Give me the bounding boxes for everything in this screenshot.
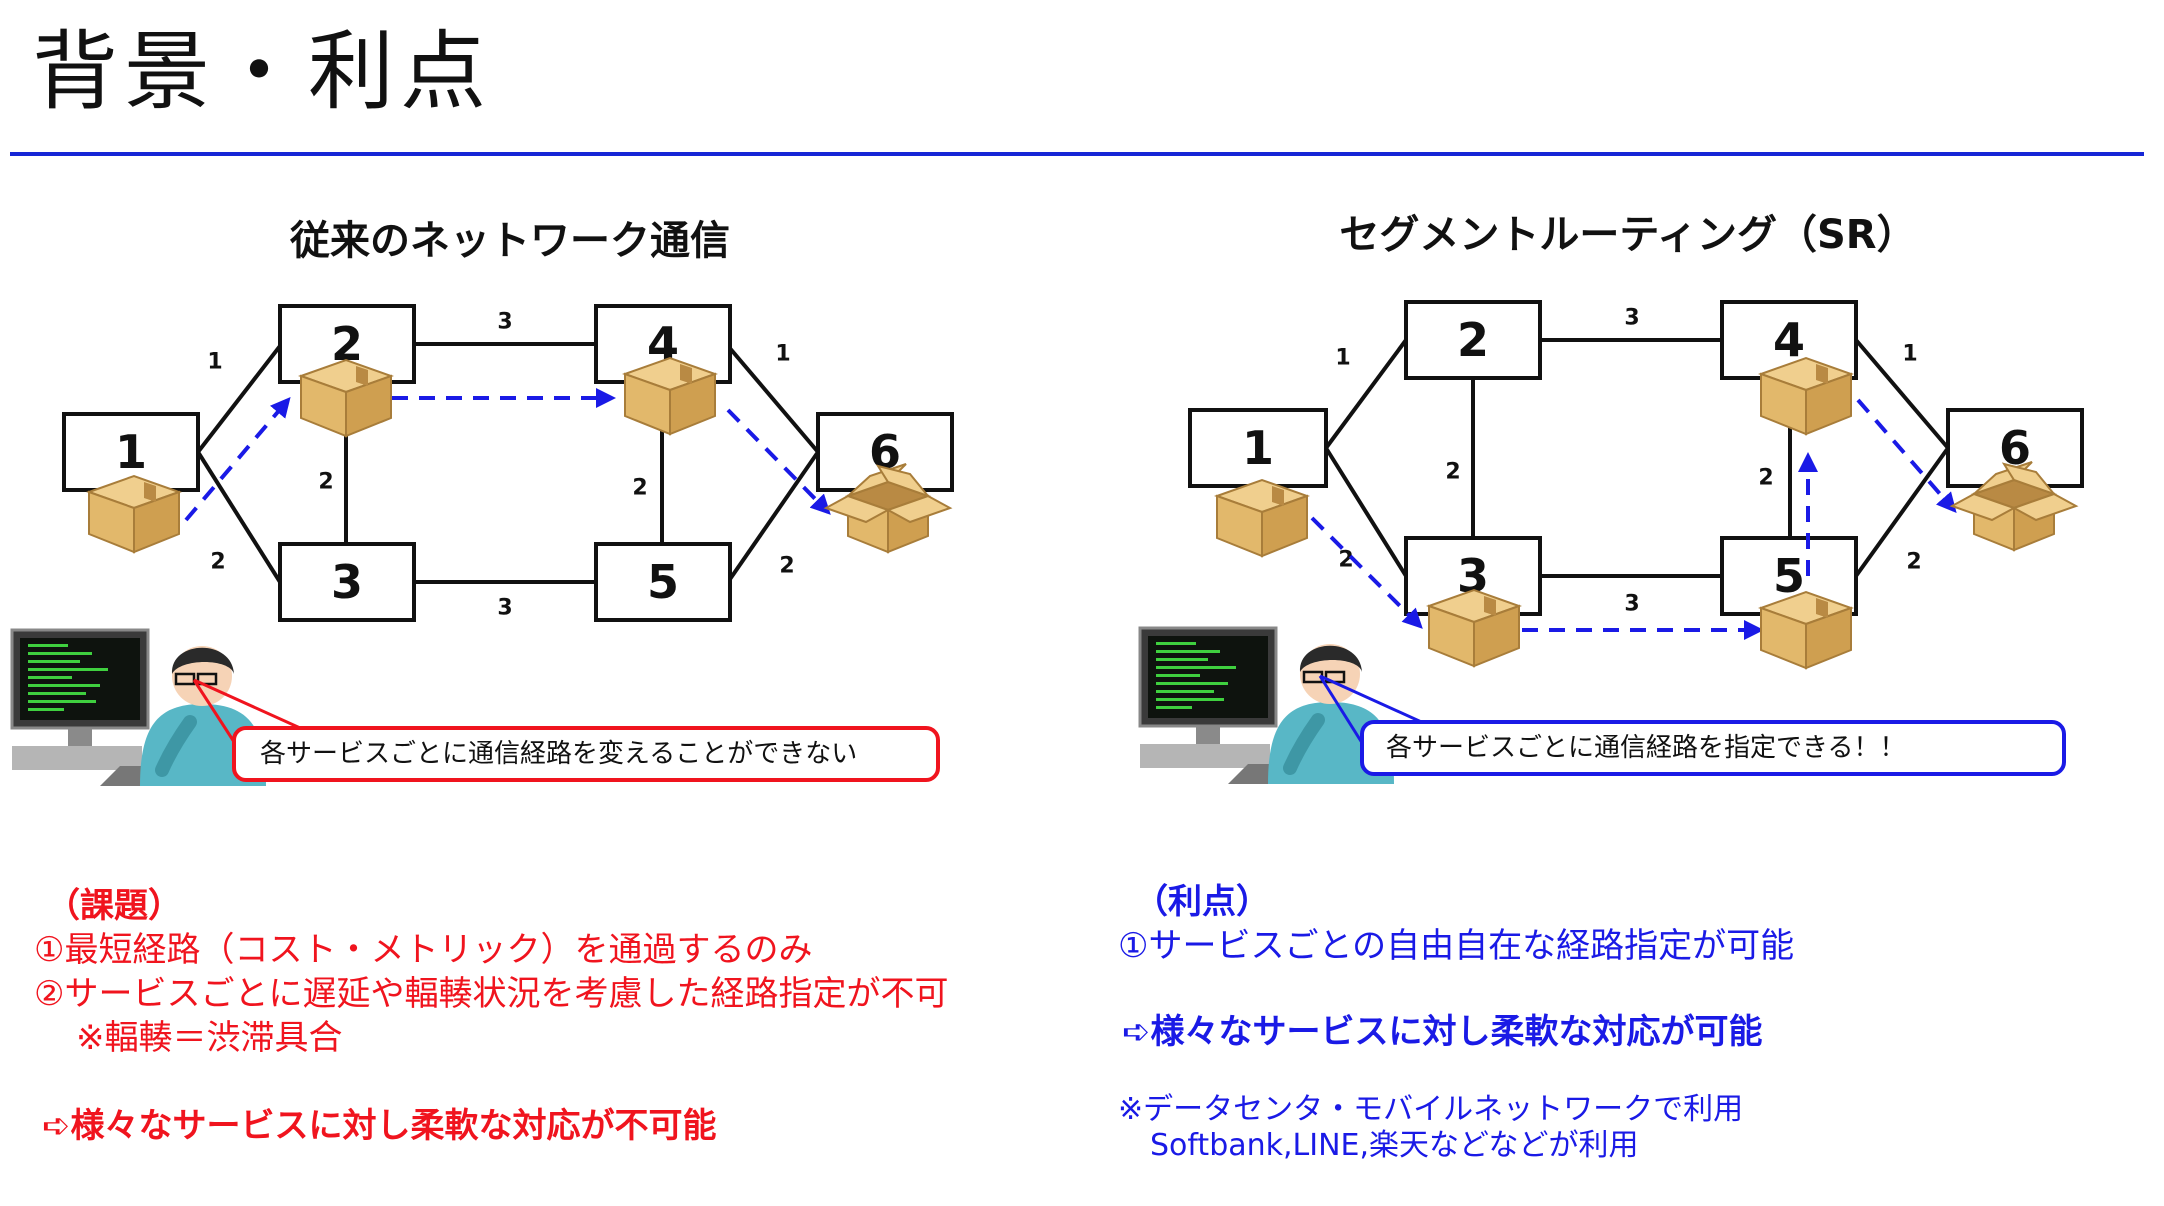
package-icon — [1760, 591, 1852, 669]
callout-text-conventional: 各サービスごとに通信経路を変えることができない — [260, 739, 857, 769]
operator-icon — [1140, 628, 1394, 784]
node-label-4: 4 — [1773, 313, 1805, 367]
node-label-3: 3 — [331, 555, 363, 609]
edge-1-2 — [1324, 338, 1408, 450]
edge-5-6 — [726, 450, 820, 584]
callout-box-sr — [1360, 720, 2066, 776]
edge-weight-2-3: 2 — [318, 470, 333, 495]
edge-4-6 — [726, 344, 820, 454]
node-label-5: 5 — [647, 555, 679, 609]
callout-pointer — [192, 679, 240, 749]
edge-weight-1-3: 2 — [210, 550, 225, 575]
node-label-2: 2 — [1457, 313, 1489, 367]
edge-weight-4-5: 2 — [1758, 466, 1773, 491]
title-divider — [10, 152, 2144, 156]
operator-icon — [12, 630, 266, 786]
callout-text-sr: 各サービスごとに通信経路を指定できる！！ — [1386, 733, 1905, 763]
package-icon — [1760, 357, 1852, 435]
benefit-note-2: Softbank,LINE,楽天などなどが利用 — [1150, 1128, 1639, 1163]
edge-weight-4-6: 1 — [775, 342, 790, 367]
edge-weight-2-3: 2 — [1445, 460, 1460, 485]
edge-weight-2-4: 3 — [1624, 306, 1639, 331]
edge-weight-1-2: 1 — [1335, 346, 1350, 371]
callout-box-conventional — [232, 726, 940, 782]
diagram-title-conventional: 従来のネットワーク通信 — [289, 218, 730, 264]
package-icon — [1216, 479, 1308, 557]
edge-weight-3-5: 3 — [1624, 592, 1639, 617]
package-icon — [300, 359, 392, 437]
edge-1-2 — [196, 344, 282, 454]
edge-1-3 — [196, 450, 282, 584]
benefits-heading: （利点） — [1134, 882, 1270, 922]
issue-note: ※輻輳＝渋滞具合 — [76, 1018, 343, 1058]
node-3 — [278, 542, 416, 622]
issue-line-2: ②サービスごとに遅延や輻輳状況を考慮した経路指定が不可 — [34, 974, 949, 1014]
package-icon — [624, 357, 716, 435]
node-1 — [1188, 408, 1328, 488]
issues-section: （課題） ①最短経路（コスト・メトリック）を通過するのみ ②サービスごとに遅延や… — [34, 884, 948, 1148]
page-title: 背景・利点 — [32, 22, 492, 122]
node-label-1: 1 — [1242, 421, 1274, 475]
benefits-section: （利点） ①サービスごとの自由自在な経路指定が可能 ➪様々なサービスに対し柔軟な… — [1118, 880, 1794, 1164]
callout-pointer — [1318, 675, 1366, 747]
node-2 — [1404, 300, 1542, 380]
edge-1-3 — [1324, 446, 1408, 578]
node-5 — [594, 542, 732, 622]
package-icon — [88, 475, 180, 553]
diagram-conventional: 従来のネットワーク通信 1 2 3 2 3 2 1 2 1 2 3 4 5 6 — [12, 218, 954, 786]
diagram-segment-routing: セグメントルーティング（SR） 1 2 3 2 3 2 1 2 1 2 3 4 … — [1140, 212, 2084, 784]
edge-weight-5-6: 2 — [779, 554, 794, 579]
edge-weight-2-4: 3 — [497, 310, 512, 335]
edge-weight-3-5: 3 — [497, 596, 512, 621]
issue-line-1: ①最短経路（コスト・メトリック）を通過するのみ — [34, 930, 813, 970]
issues-conclusion: ➪様々なサービスに対し柔軟な対応が不可能 — [42, 1106, 717, 1146]
edge-4-6 — [1854, 338, 1950, 450]
edge-weight-5-6: 2 — [1906, 550, 1921, 575]
edge-weight-4-5: 2 — [632, 476, 647, 501]
package-icon — [1428, 589, 1520, 667]
path-arrow-4-6 — [726, 408, 831, 515]
edge-weight-4-6: 1 — [1902, 342, 1917, 367]
path-arrow-4-6 — [1856, 398, 1957, 514]
issues-heading: （課題） — [46, 886, 182, 926]
diagram-title-sr: セグメントルーティング（SR） — [1339, 212, 1916, 258]
node-label-1: 1 — [115, 425, 147, 479]
benefit-note-1: ※データセンタ・モバイルネットワークで利用 — [1118, 1092, 1744, 1127]
edge-weight-1-2: 1 — [207, 350, 222, 375]
edge-weight-1-3: 2 — [1338, 548, 1353, 573]
edge-5-6 — [1854, 446, 1950, 578]
benefit-line-1: ①サービスごとの自由自在な経路指定が可能 — [1118, 926, 1795, 966]
benefits-conclusion: ➪様々なサービスに対し柔軟な対応が可能 — [1122, 1012, 1763, 1052]
